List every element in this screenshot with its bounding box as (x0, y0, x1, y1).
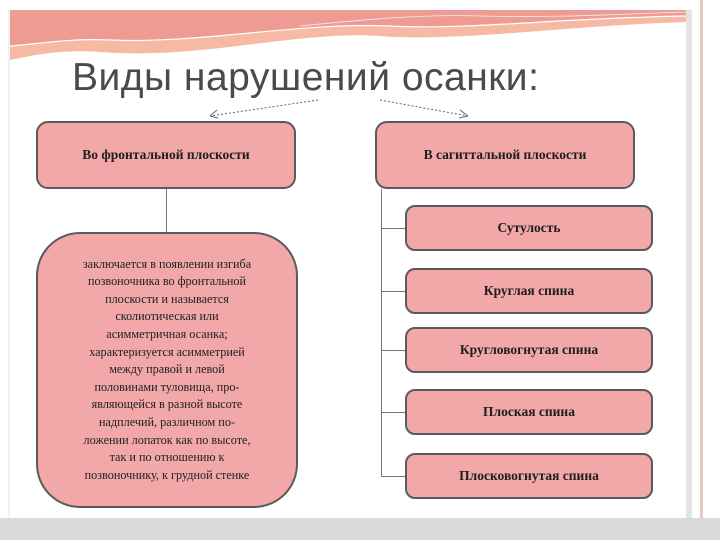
branch-line (381, 291, 405, 292)
sagittal-item: Круглая спина (405, 268, 653, 314)
sagittal-item-label: Круглая спина (483, 283, 575, 298)
sagittal-item: Кругловогнутая спина (405, 327, 653, 373)
branch-line (381, 350, 405, 351)
sagittal-item: Сутулость (405, 205, 653, 251)
frontal-description: заключается в появлении изгиба позвоночн… (82, 256, 252, 482)
branch-line (381, 228, 405, 229)
frontal-plane-box: Во фронтальной плоскости (36, 121, 296, 189)
sagittal-item-label: Плоская спина (483, 404, 575, 419)
sagittal-item: Плоская спина (405, 389, 653, 435)
footer-band (0, 518, 720, 540)
sagittal-trunk-line (381, 189, 382, 476)
sagittal-item-label: Сутулость (497, 220, 561, 235)
slide-title: Виды нарушений осанки: (72, 56, 540, 99)
sagittal-plane-heading: В сагиттальной плоскости (423, 147, 587, 162)
sagittal-item: Плосковогнутая спина (405, 453, 653, 499)
sagittal-item-label: Плосковогнутая спина (459, 468, 599, 483)
frontal-description-box: заключается в появлении изгиба позвоночн… (36, 232, 298, 508)
frontal-connector (166, 189, 167, 232)
branch-line (381, 412, 405, 413)
branch-line (381, 476, 405, 477)
sagittal-plane-box: В сагиттальной плоскости (375, 121, 635, 189)
sagittal-item-label: Кругловогнутая спина (459, 342, 599, 357)
frontal-plane-heading: Во фронтальной плоскости (82, 147, 250, 162)
